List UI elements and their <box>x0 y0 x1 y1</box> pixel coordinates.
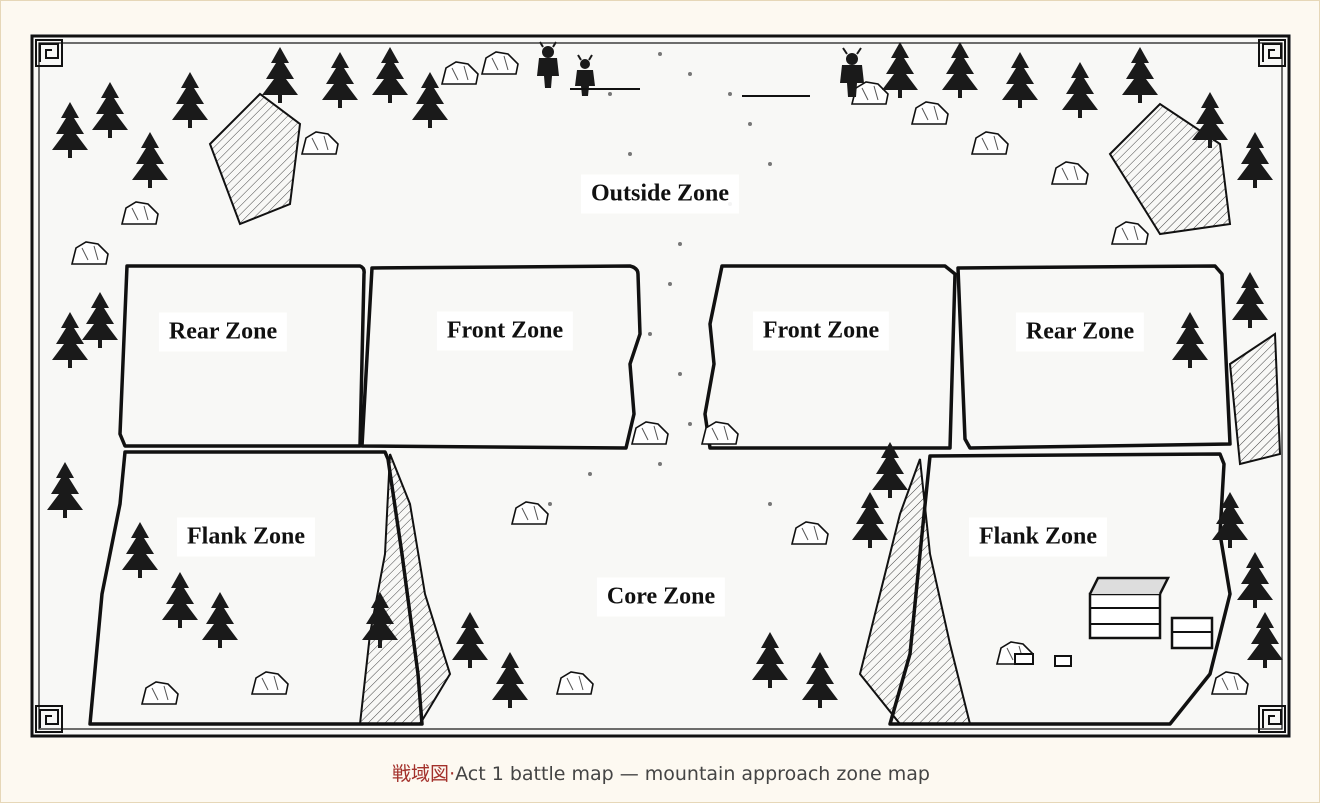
monster-icon <box>840 47 864 97</box>
rear-zone-left-border <box>118 264 366 448</box>
zone-label-core[interactable]: Core Zone <box>596 577 726 617</box>
monster-icon <box>537 41 559 88</box>
front-zone-left-border <box>360 264 642 450</box>
zone-label-flank-left[interactable]: Flank Zone <box>176 517 316 557</box>
zone-label-rear-left[interactable]: Rear Zone <box>158 312 288 352</box>
caption-text: Act 1 battle map — mountain approach zon… <box>455 763 930 785</box>
zone-borders <box>88 264 1232 726</box>
zone-label-front-left[interactable]: Front Zone <box>436 311 574 351</box>
right-edge-cliff <box>1228 332 1282 466</box>
battle-map: Outside Zone Rear Zone Front Zone Front … <box>30 34 1291 738</box>
zone-label-flank-right[interactable]: Flank Zone <box>968 517 1108 557</box>
flank-zone-left-border <box>88 450 424 726</box>
zone-label-outside[interactable]: Outside Zone <box>580 174 740 214</box>
flank-zone-right-border <box>888 452 1232 726</box>
top-left-cliff <box>208 92 302 226</box>
monsters <box>537 41 864 97</box>
front-zone-right-border <box>703 264 957 450</box>
rear-zone-right-border <box>956 264 1232 450</box>
monster-icon <box>575 54 595 96</box>
zone-label-rear-right[interactable]: Rear Zone <box>1015 312 1145 352</box>
caption-kanji: 戦域図 <box>392 763 450 785</box>
treasure-chest-icon <box>1014 576 1214 667</box>
path-gravel <box>548 52 822 536</box>
zone-label-front-right[interactable]: Front Zone <box>752 311 890 351</box>
caption-separator: · <box>449 763 456 785</box>
battle-map-illustration <box>30 34 1291 738</box>
map-caption: 戦域図·Act 1 battle map — mountain approach… <box>1 759 1320 786</box>
